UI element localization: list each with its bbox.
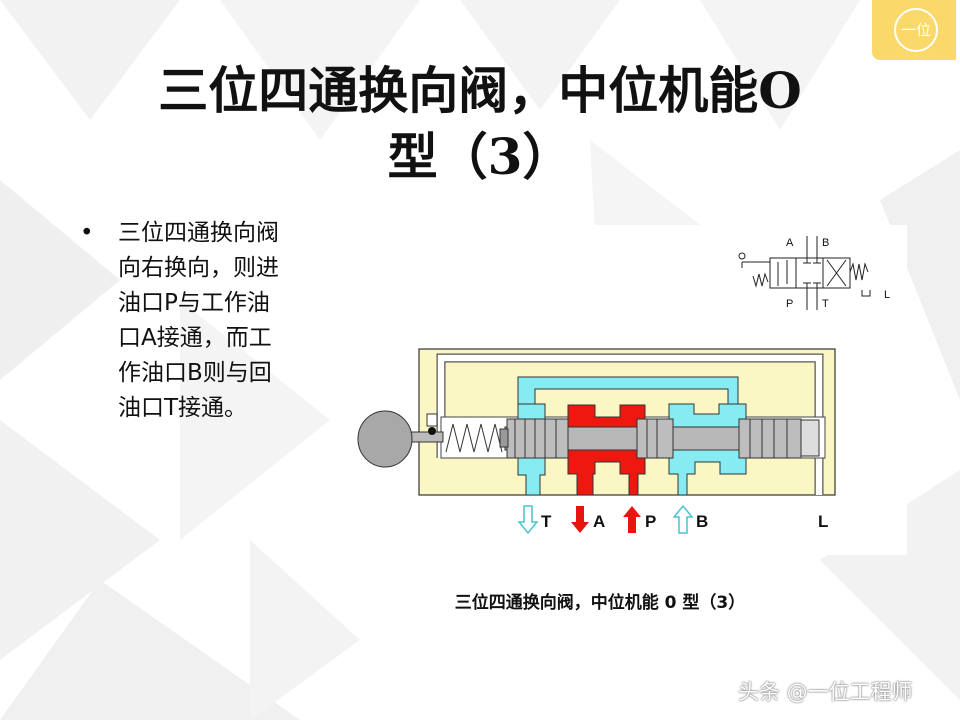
handle-stem [407, 431, 444, 443]
svg-text:L: L [884, 289, 890, 301]
svg-text:B: B [822, 237, 829, 249]
drain-label: L [818, 512, 828, 531]
port-arrow-p: P [623, 506, 656, 533]
bullet-text: 三位四通换向阀向右换向，则进油口P与工作油口A接通，而工作油口B则与回油口T接通… [118, 220, 279, 421]
title-line-1: 三位四通换向阀，中位机能O [158, 61, 802, 120]
bullet-marker: • [80, 220, 94, 246]
svg-text:A: A [593, 512, 605, 531]
return-spring [445, 423, 503, 453]
logo-text: 一位 [894, 8, 938, 52]
spool-lands [506, 418, 802, 459]
svg-text:P: P [645, 512, 656, 531]
port-arrow-t: T [517, 505, 552, 535]
handle-knob-icon [357, 410, 413, 468]
logo-badge: 一位 [872, 0, 956, 60]
bullet-point: • 三位四通换向阀向右换向，则进油口P与工作油口A接通，而工作油口B则与回油口T… [80, 216, 290, 426]
svg-text:B: B [696, 512, 708, 531]
watermark: 头条 @一位工程师 [738, 680, 913, 704]
title-line-2: 型（3） [387, 127, 573, 186]
port-arrow-a: A [571, 506, 605, 533]
svg-text:P: P [786, 298, 793, 310]
svg-text:A: A [786, 237, 794, 249]
slide-title: 三位四通换向阀，中位机能O 型（3） [60, 58, 900, 190]
valve-symbol [738, 236, 871, 310]
svg-text:T: T [541, 512, 552, 531]
svg-text:T: T [822, 298, 829, 310]
figure-caption: 三位四通换向阀，中位机能 0 型（3） [454, 593, 746, 613]
port-arrow-b: B [672, 504, 708, 534]
